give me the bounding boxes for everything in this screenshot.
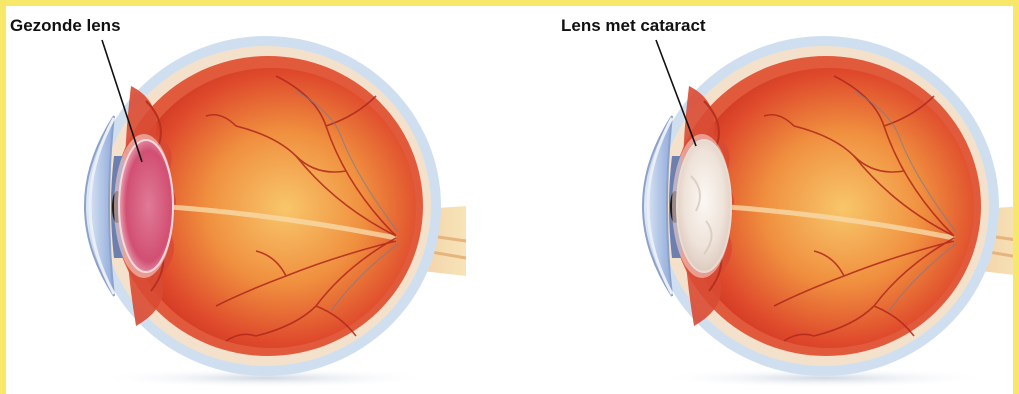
eye-illustrations (6, 6, 1013, 394)
eye-healthy-lens-illustration (85, 36, 466, 388)
eye-cataract-lens-illustration (643, 36, 1013, 388)
healthy-lens (119, 140, 173, 272)
healthy-lens-label: Gezonde lens (10, 16, 121, 36)
cataract-lens-label: Lens met cataract (561, 16, 706, 36)
cataract-lens (677, 140, 731, 272)
